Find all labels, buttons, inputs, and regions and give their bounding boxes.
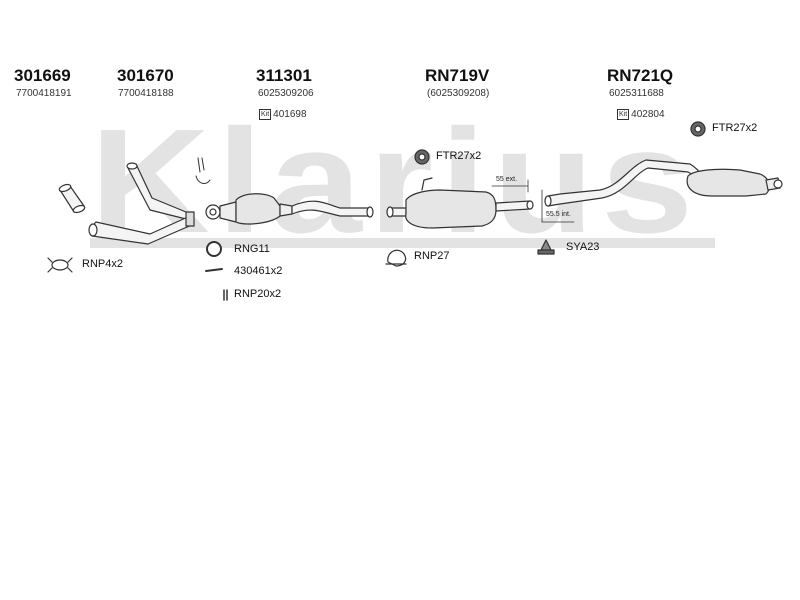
label-sya23: SYA23 [566,241,600,253]
part-code-311301: 311301 [256,66,312,85]
kit-number-text: 402804 [631,109,665,120]
label-rnp20: RNP20x2 [234,288,282,300]
part-301670-downpipe [88,162,195,245]
kit-number-311301: Kit 401698 [259,109,307,120]
kit-number-rn721q: Kit 402804 [617,109,665,120]
sya23-hanger-icon [537,239,555,255]
label-rng11: RNG11 [234,243,270,255]
part-311301-catalyst [195,157,374,225]
oe-number-rn721q: 6025311688 [609,88,664,99]
kit-number-text: 401698 [273,109,307,120]
watermark-text: Klarius [90,99,700,264]
oe-number-301669: 7700418191 [16,88,72,99]
kit-icon: Kit [259,109,272,120]
label-ftr27-right: FTR27x2 [712,122,758,134]
part-rn721q-silencer [544,159,783,207]
oe-number-rn719v: (6025309208) [427,88,490,99]
ftr-mid-icon [414,149,430,165]
rnp20-clip-icon [223,289,228,301]
bolt-icon [205,268,223,272]
part-code-301670: 301670 [117,66,174,85]
label-rnp4: RNP4x2 [82,258,123,270]
dimension-int: 55.5 int. [546,211,571,218]
rng11-ring-icon [206,241,222,257]
dimension-ext: 55 ext. [496,176,518,183]
label-ftr27-mid: FTR27x2 [436,150,482,162]
rnp4-clamp-icon [47,257,73,273]
label-rnp27: RNP27 [414,250,450,262]
ftr-right-icon [690,121,706,137]
oe-number-301670: 7700418188 [118,88,174,99]
part-rn719v-silencer [386,177,534,229]
part-code-rn721q: RN721Q [607,66,674,85]
part-code-301669: 301669 [14,66,71,85]
watermark-underline [90,238,715,248]
part-301669-pipe [58,183,86,214]
kit-icon: Kit [617,109,630,120]
dimension-marks [491,179,575,223]
rnp27-clamp-icon [385,249,407,267]
part-code-rn719v: RN719V [425,66,490,85]
label-bolt: 430461x2 [234,265,283,277]
oe-number-311301: 6025309206 [258,88,314,99]
